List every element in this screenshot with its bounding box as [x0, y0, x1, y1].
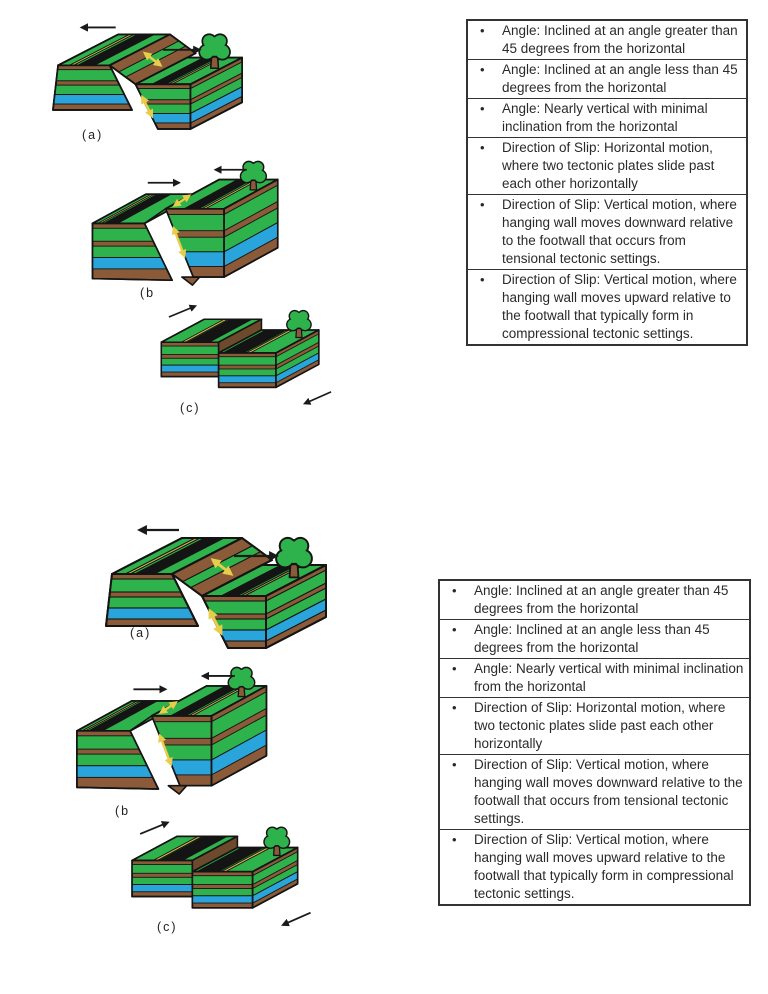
table-cell-text: Direction of Slip: Vertical motion, wher…: [474, 757, 743, 826]
bullet-marker: •: [480, 62, 485, 77]
bullet-marker: •: [480, 101, 485, 116]
table-row: • Angle: Inclined at an angle greater th…: [468, 21, 746, 60]
table-cell-text: Angle: Inclined at an angle greater than…: [502, 23, 738, 56]
table-cell-text: Angle: Nearly vertical with minimal incl…: [474, 661, 744, 694]
table-row: • Direction of Slip: Vertical motion, wh…: [440, 755, 749, 830]
diagram-label-a: (a): [82, 128, 104, 142]
table-row: • Angle: Nearly vertical with minimal in…: [468, 99, 746, 138]
table-cell-text: Angle: Nearly vertical with minimal incl…: [502, 101, 708, 134]
table-cell-text: Angle: Inclined at an angle less than 45…: [474, 622, 710, 655]
strike-slip-fault-diagram-bottom: [116, 816, 321, 937]
bullet-marker: •: [452, 757, 457, 772]
table-cell-text: Direction of Slip: Vertical motion, wher…: [502, 197, 737, 266]
bullet-marker: •: [452, 622, 457, 637]
normal-fault-diagram-top: [34, 12, 249, 141]
table-row: • Direction of Slip: Vertical motion, wh…: [468, 195, 746, 270]
bullet-marker: •: [452, 661, 457, 676]
bullet-marker: •: [480, 140, 485, 155]
table-cell-text: Direction of Slip: Vertical motion, wher…: [502, 272, 737, 341]
diagram-label-b: (b: [140, 286, 156, 300]
bullet-marker: •: [452, 583, 457, 598]
strike-slip-fault-diagram-top: [146, 300, 341, 415]
table-row: • Angle: Inclined at an angle greater th…: [440, 581, 749, 620]
bullet-marker: •: [480, 272, 485, 287]
table-row: • Direction of Slip: Horizontal motion, …: [468, 138, 746, 195]
fault-characteristics-table: • Angle: Inclined at an angle greater th…: [438, 579, 751, 906]
table-row: • Angle: Inclined at an angle less than …: [468, 60, 746, 99]
table-row: • Direction of Slip: Vertical motion, wh…: [440, 830, 749, 904]
table-cell-text: Direction of Slip: Horizontal motion, wh…: [474, 700, 726, 751]
bullet-marker: •: [480, 23, 485, 38]
table-cell-text: Angle: Inclined at an angle less than 45…: [502, 62, 738, 95]
bullet-marker: •: [452, 700, 457, 715]
bullet-marker: •: [452, 832, 457, 847]
table-row: • Angle: Nearly vertical with minimal in…: [440, 659, 749, 698]
table-row: • Direction of Slip: Horizontal motion, …: [440, 698, 749, 755]
table-cell-text: Direction of Slip: Horizontal motion, wh…: [502, 140, 715, 191]
fault-characteristics-table: • Angle: Inclined at an angle greater th…: [466, 19, 748, 346]
normal-fault-diagram-bottom: [84, 512, 334, 662]
diagram-label-b: (b: [115, 804, 131, 818]
diagram-label-c: (c): [157, 920, 178, 934]
bullet-marker: •: [480, 197, 485, 212]
table-cell-text: Angle: Inclined at an angle greater than…: [474, 583, 729, 616]
diagram-label-a: (a): [130, 626, 152, 640]
table-cell-text: Direction of Slip: Vertical motion, wher…: [474, 832, 734, 901]
table-row: • Direction of Slip: Vertical motion, wh…: [468, 270, 746, 344]
reverse-fault-diagram-bottom: [70, 666, 270, 799]
table-row: • Angle: Inclined at an angle less than …: [440, 620, 749, 659]
diagram-label-c: (c): [180, 401, 201, 415]
reverse-fault-diagram-top: [86, 160, 281, 290]
